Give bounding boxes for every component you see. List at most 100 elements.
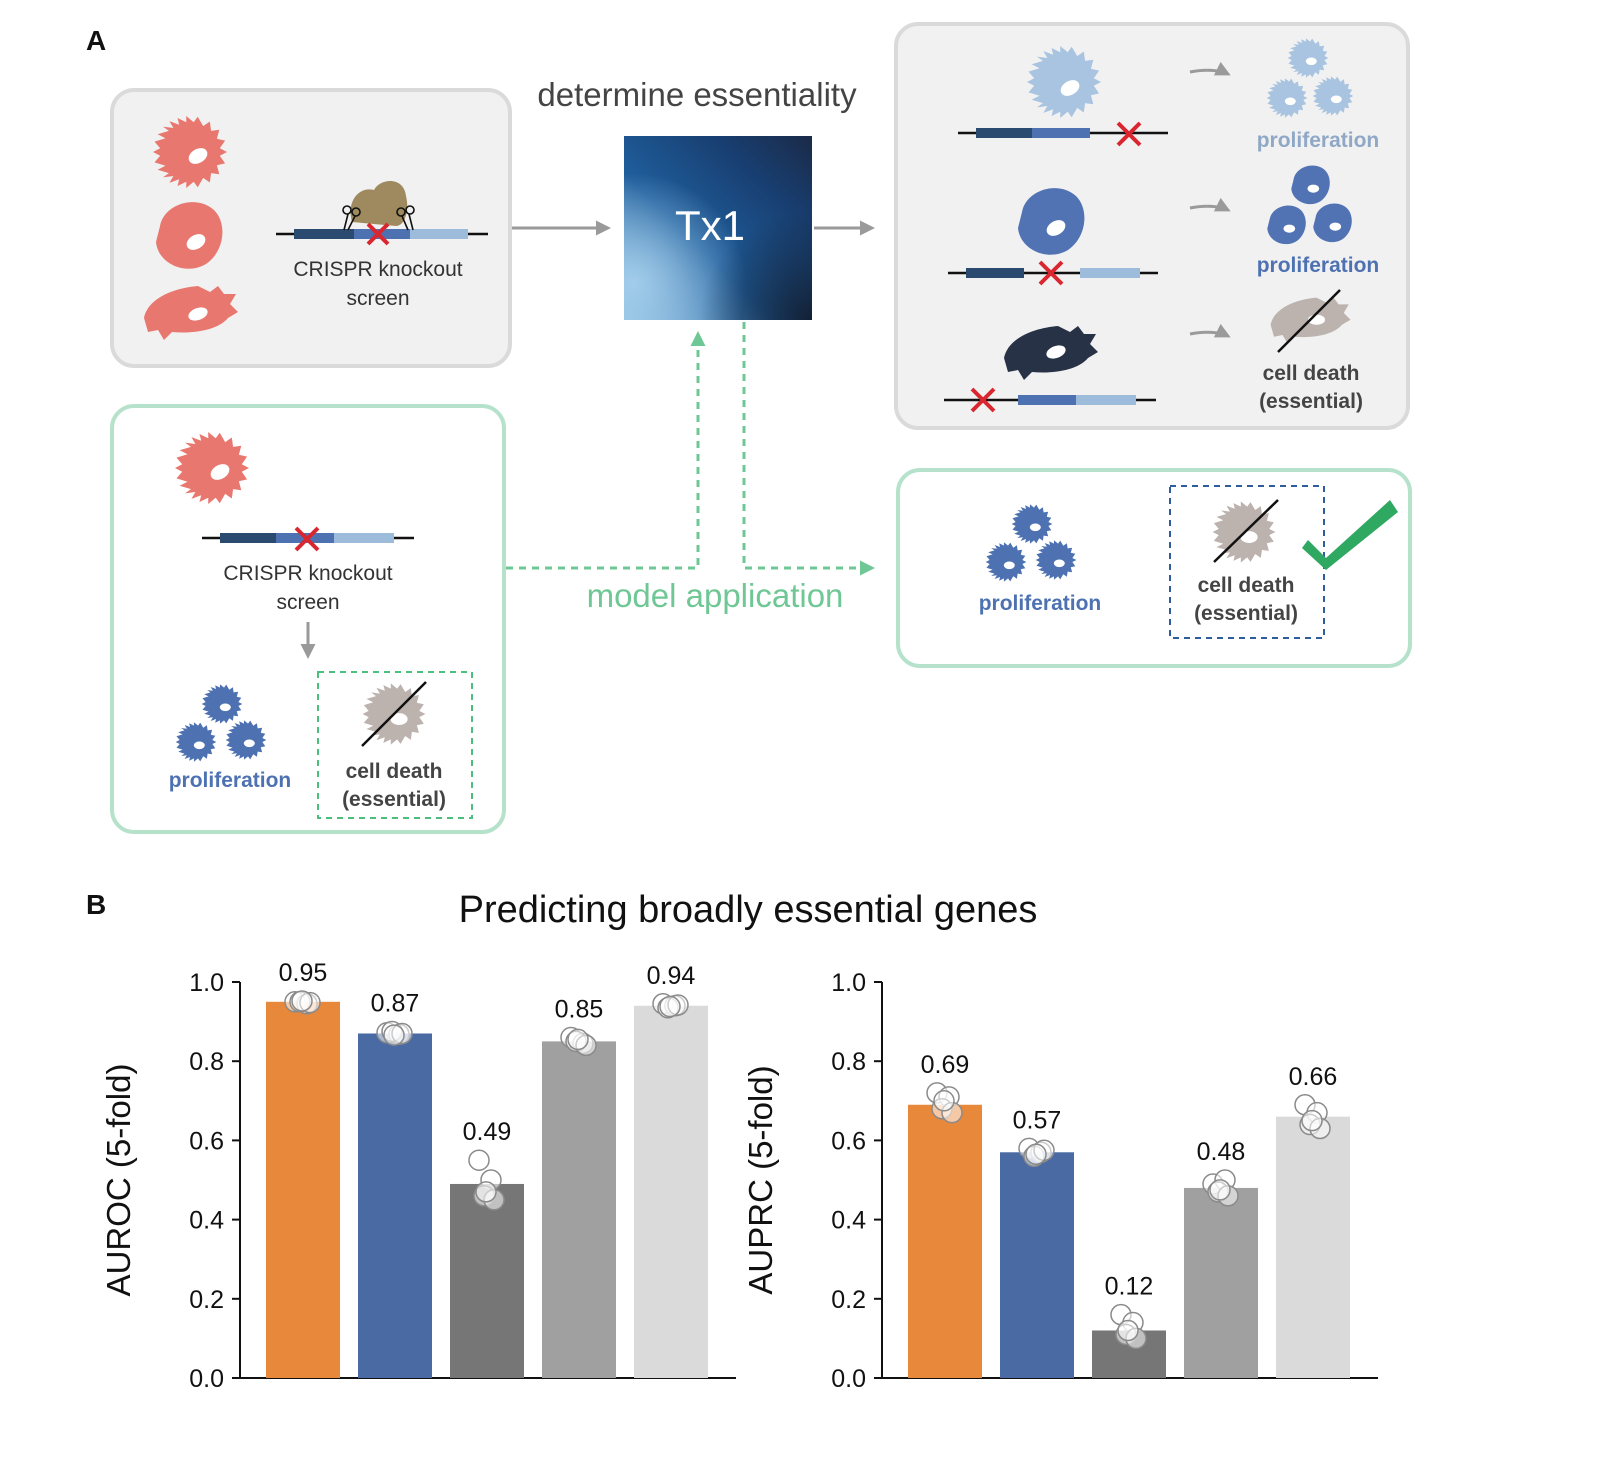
y-tick-label: 0.6 <box>189 1127 224 1155</box>
fold-point <box>468 1149 490 1171</box>
panel-b-label: B <box>86 889 106 920</box>
scissors-icon-right <box>396 205 415 231</box>
training-screen-box: CRISPR knockout screen <box>110 88 512 368</box>
bar-value-label: 0.57 <box>1013 1106 1062 1134</box>
outcomes-box: proliferation proliferation <box>894 22 1410 430</box>
application-gene-diagram <box>202 526 414 552</box>
crispr-label-line2: screen <box>346 287 409 310</box>
bar <box>908 1104 982 1378</box>
fold-point <box>659 995 681 1018</box>
result-box-frame <box>896 468 1412 668</box>
y-axis-label: AUPRC (5-fold) <box>742 1065 779 1294</box>
panel-a-label: A <box>86 25 106 56</box>
light-blue-cell-icon <box>1027 46 1101 118</box>
outcome-row1-label: proliferation <box>1257 129 1380 152</box>
bar-value-label: 0.12 <box>1105 1273 1154 1301</box>
fold-point <box>1117 1319 1139 1342</box>
bar-value-label: 0.69 <box>921 1051 970 1079</box>
outcome-row3-label2: (essential) <box>1259 390 1363 413</box>
input-cell-icon <box>175 432 249 504</box>
training-cell-spiky <box>153 116 227 188</box>
y-tick-label: 0.0 <box>831 1365 866 1393</box>
y-tick-label: 0.2 <box>831 1286 866 1314</box>
tx1-model-block: Tx1 <box>624 136 812 320</box>
y-tick-label: 0.2 <box>189 1286 224 1314</box>
gene-row-2 <box>948 260 1158 286</box>
bar-value-label: 0.95 <box>279 959 328 987</box>
fold-point <box>1209 1179 1231 1201</box>
scissors-icon-left <box>342 205 361 231</box>
fold-point <box>383 1024 405 1046</box>
y-tick-label: 0.6 <box>831 1127 866 1155</box>
training-cell-flat <box>144 286 238 340</box>
result-death-label2: (essential) <box>1194 602 1298 625</box>
bar <box>1184 1187 1258 1378</box>
result-death-dashed-box <box>1169 485 1325 639</box>
cross-icon <box>366 222 390 246</box>
fold-point <box>291 990 313 1012</box>
gene-row-3 <box>944 387 1156 413</box>
bar-value-label: 0.66 <box>1289 1063 1338 1091</box>
fold-point <box>475 1181 497 1203</box>
y-tick-label: 0.8 <box>831 1048 866 1076</box>
model-application-label: model application <box>587 577 844 614</box>
application-crispr-line2: screen <box>276 591 339 614</box>
y-tick-label: 1.0 <box>831 969 866 997</box>
bar-value-label: 0.94 <box>647 962 696 990</box>
training-cell-round <box>156 202 223 269</box>
mid-blue-cell-icon <box>1018 188 1085 255</box>
arrow-row-2 <box>1189 197 1231 212</box>
bar-value-label: 0.87 <box>371 990 420 1018</box>
fold-point <box>567 1028 589 1051</box>
application-proliferation-label: proliferation <box>169 769 292 792</box>
bar <box>450 1183 524 1378</box>
dead-cell-icon <box>1270 289 1351 353</box>
tx1-label: Tx1 <box>675 202 745 249</box>
y-tick-label: 1.0 <box>189 969 224 997</box>
bar <box>266 1001 340 1378</box>
bar <box>542 1041 616 1378</box>
crispr-label-line1: CRISPR knockout <box>293 258 462 281</box>
y-tick-label: 0.8 <box>189 1048 224 1076</box>
crispr-gene-diagram <box>276 180 488 246</box>
application-crispr-line1: CRISPR knockout <box>223 562 392 585</box>
y-tick-label: 0.4 <box>831 1207 866 1235</box>
application-result-box: proliferation cell death (essential) <box>896 468 1412 668</box>
bar-value-label: 0.85 <box>555 995 604 1023</box>
arrow-app-to-model <box>506 331 706 570</box>
arrow-model-to-result <box>742 322 875 576</box>
outcome-row3-label1: cell death <box>1263 362 1360 385</box>
tx1-block-shade <box>624 136 812 320</box>
arrow-row-1 <box>1189 61 1231 76</box>
cas9-protein <box>350 180 408 226</box>
arrow-row-3 <box>1189 323 1231 338</box>
fold-point <box>1301 1109 1323 1132</box>
application-death-label2: (essential) <box>342 788 446 811</box>
bar <box>1000 1152 1074 1378</box>
bar <box>1276 1116 1350 1378</box>
result-proliferation-cells <box>985 504 1077 582</box>
proliferation-light-cells <box>1266 38 1354 118</box>
bar <box>634 1005 708 1378</box>
model-application-flow: model application <box>506 322 875 614</box>
navy-cell-icon <box>1004 326 1098 380</box>
application-dead-cell-icon <box>361 681 427 747</box>
result-death-label1: cell death <box>1198 574 1295 597</box>
panel-b-title: Predicting broadly essential genes <box>459 889 1038 931</box>
y-axis-label: AUROC (5-fold) <box>100 1064 137 1297</box>
bar-value-label: 0.48 <box>1197 1138 1246 1166</box>
fold-point <box>933 1090 955 1112</box>
determine-essentiality-label: determine essentiality <box>537 76 857 113</box>
proliferation-mid-cells <box>1267 165 1352 245</box>
application-death-dashed-box <box>317 671 473 819</box>
y-tick-label: 0.0 <box>189 1365 224 1393</box>
application-death-label1: cell death <box>346 760 443 783</box>
bar-value-label: 0.49 <box>463 1118 512 1146</box>
result-proliferation-label: proliferation <box>979 592 1102 615</box>
y-tick-label: 0.4 <box>189 1207 224 1235</box>
outcome-row2-label: proliferation <box>1257 254 1380 277</box>
fold-point <box>1025 1143 1047 1166</box>
